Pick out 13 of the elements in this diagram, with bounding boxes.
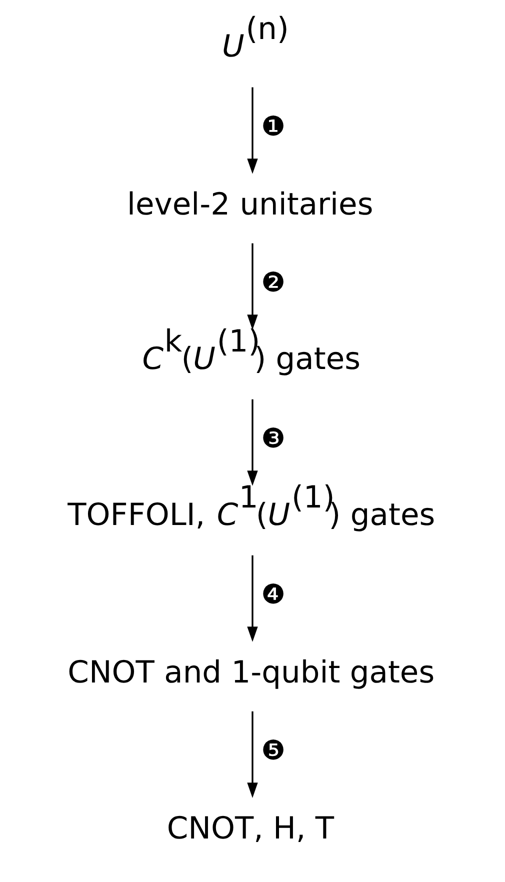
edge-label: ❺ xyxy=(261,735,286,766)
arrow xyxy=(247,555,258,642)
arrow xyxy=(247,243,258,330)
arrow xyxy=(247,711,258,798)
edge-label: ❸ xyxy=(261,423,286,454)
node-text: CNOT, H, T xyxy=(166,812,334,847)
arrow xyxy=(247,399,258,486)
edge-label: ❹ xyxy=(261,579,286,610)
node-text: CNOT and 1-qubit gates xyxy=(68,655,435,690)
arrow xyxy=(247,87,258,174)
edge-label: ❶ xyxy=(261,111,286,142)
edge-label: ❷ xyxy=(261,267,286,298)
node-text: level-2 unitaries xyxy=(127,187,374,222)
